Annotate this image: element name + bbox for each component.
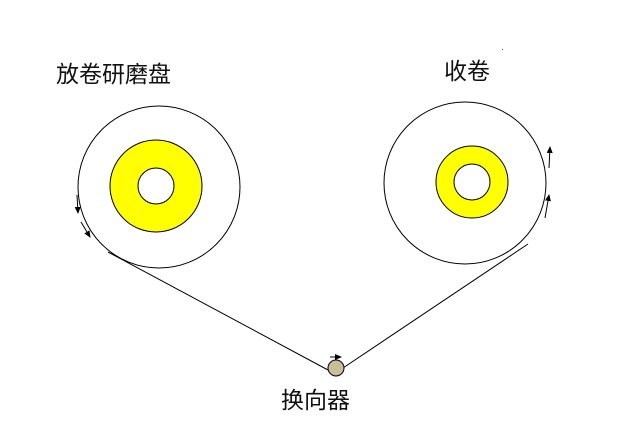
left-reel-arrow-upper xyxy=(74,194,81,214)
left-reel-arrow-lower xyxy=(80,221,91,238)
reversing-roller-body xyxy=(327,359,345,377)
right-reel xyxy=(383,101,547,265)
left-reel-hub xyxy=(137,167,175,205)
tape-line-right xyxy=(339,243,529,371)
right-reel-arrow-upper xyxy=(546,146,553,169)
tape-line-left xyxy=(107,251,329,371)
left-reel-label: 放卷研磨盘 xyxy=(56,62,171,88)
right-reel-arrow-lower xyxy=(544,194,551,219)
reversing-roller-label: 换向器 xyxy=(281,388,350,414)
reversing-roller xyxy=(327,354,345,377)
right-reel-label: 收卷 xyxy=(444,59,490,85)
left-reel xyxy=(77,105,241,269)
right-reel-hub xyxy=(453,163,491,201)
stray-dot xyxy=(502,49,503,50)
